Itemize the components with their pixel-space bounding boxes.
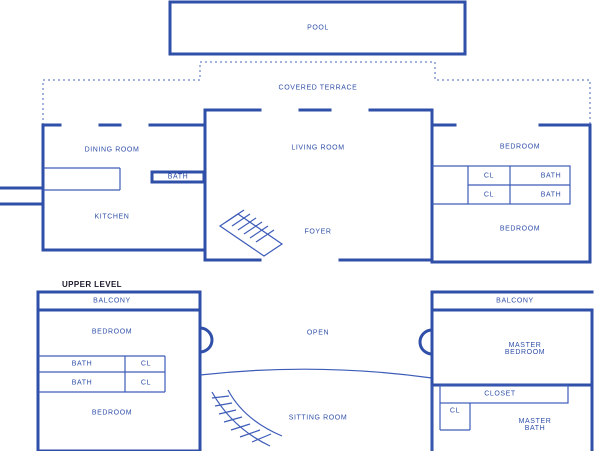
room-label-master-bedroom: MASTER BEDROOM: [504, 342, 546, 356]
room-label-sitting-room: SITTING ROOM: [288, 414, 348, 422]
room-label-master-bath: MASTER BATH: [518, 418, 552, 432]
room-label-bedroom-top: BEDROOM: [499, 143, 541, 151]
room-label-cl-upper-bottom: CL: [140, 379, 152, 387]
room-label-bath-bottom: BATH: [540, 191, 562, 199]
lower-stair: [218, 209, 284, 257]
room-label-covered-terrace: COVERED TERRACE: [278, 84, 358, 92]
room-label-cl-upper-top: CL: [140, 360, 152, 368]
room-label-kitchen: KITCHEN: [94, 213, 130, 221]
upper-level-heading: UPPER LEVEL: [62, 280, 122, 289]
room-label-bedroom-upper-bottom: BEDROOM: [91, 409, 133, 417]
room-label-balcony-right: BALCONY: [496, 297, 534, 305]
room-label-closet: CLOSET: [484, 390, 516, 398]
room-label-bath-upper-bottom: BATH: [71, 379, 93, 387]
upper-stair: [211, 389, 283, 447]
upper-level-walls: [36, 290, 594, 451]
covered-terrace-outline: [42, 61, 591, 125]
room-label-dining-room: DINING ROOM: [84, 146, 140, 154]
room-label-living-room: LIVING ROOM: [291, 144, 345, 152]
pool-outline: [168, 0, 467, 56]
lower-level-walls: [0, 108, 592, 264]
room-label-bath-upper-top: BATH: [71, 360, 93, 368]
room-label-bath-top: BATH: [540, 172, 562, 180]
room-label-pool: POOL: [307, 24, 329, 32]
room-label-cl-bottom: CL: [483, 191, 495, 199]
room-label-cl-small: CL: [449, 407, 461, 415]
room-label-cl-top: CL: [483, 172, 495, 180]
room-label-foyer: FOYER: [304, 228, 332, 236]
room-label-bedroom-upper-top: BEDROOM: [91, 328, 133, 336]
room-label-bath: BATH: [167, 173, 189, 181]
room-label-open: OPEN: [306, 329, 330, 337]
room-label-bedroom-bottom: BEDROOM: [499, 225, 541, 233]
room-label-balcony-left: BALCONY: [93, 297, 131, 305]
